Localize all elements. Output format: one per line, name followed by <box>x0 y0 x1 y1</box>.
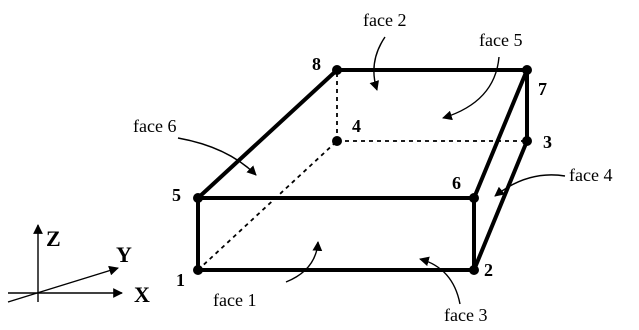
node-label-4: 4 <box>352 116 361 136</box>
y-axis-label: Y <box>116 242 132 267</box>
node-label-5: 5 <box>172 185 181 205</box>
face-label-5: face 5 <box>479 30 522 50</box>
node-point-1 <box>193 265 203 275</box>
edge-5-8 <box>196 68 339 200</box>
node-point-7 <box>522 65 532 75</box>
face-label-6: face 6 <box>133 116 176 136</box>
node-point-5 <box>193 193 203 203</box>
face-labels: face 1 face 2 face 3 face 4 face 5 face … <box>133 10 612 325</box>
node-point-4 <box>332 136 342 146</box>
face-1-pointer <box>285 241 323 283</box>
face-pointers <box>177 36 566 305</box>
face-6-pointer <box>177 137 257 176</box>
face-5-pointer <box>442 56 500 121</box>
coordinate-axes: Z Y X <box>7 224 150 307</box>
node-label-3: 3 <box>543 132 552 152</box>
z-axis-label: Z <box>46 226 61 251</box>
edge-6-7 <box>472 68 529 200</box>
node-labels: 1 2 3 4 5 6 7 8 <box>172 54 552 290</box>
node-label-6: 6 <box>452 173 461 193</box>
node-label-7: 7 <box>538 79 547 99</box>
node-point-6 <box>469 193 479 203</box>
edges <box>196 68 529 272</box>
y-axis-arrow <box>7 265 119 303</box>
face-2-pointer <box>369 36 386 91</box>
face-label-4: face 4 <box>569 165 612 185</box>
edge-2-3 <box>472 139 529 272</box>
face-3-pointer <box>419 256 461 305</box>
node-points <box>193 65 532 275</box>
face-label-3: face 3 <box>444 305 487 325</box>
node-label-2: 2 <box>484 260 493 280</box>
face-4-pointer <box>494 174 566 197</box>
node-point-3 <box>522 136 532 146</box>
node-label-1: 1 <box>176 270 185 290</box>
node-point-2 <box>469 265 479 275</box>
node-label-8: 8 <box>312 54 321 74</box>
face-label-2: face 2 <box>363 10 406 30</box>
face-label-1: face 1 <box>213 290 256 310</box>
x-axis-label: X <box>134 282 150 307</box>
node-point-8 <box>332 65 342 75</box>
